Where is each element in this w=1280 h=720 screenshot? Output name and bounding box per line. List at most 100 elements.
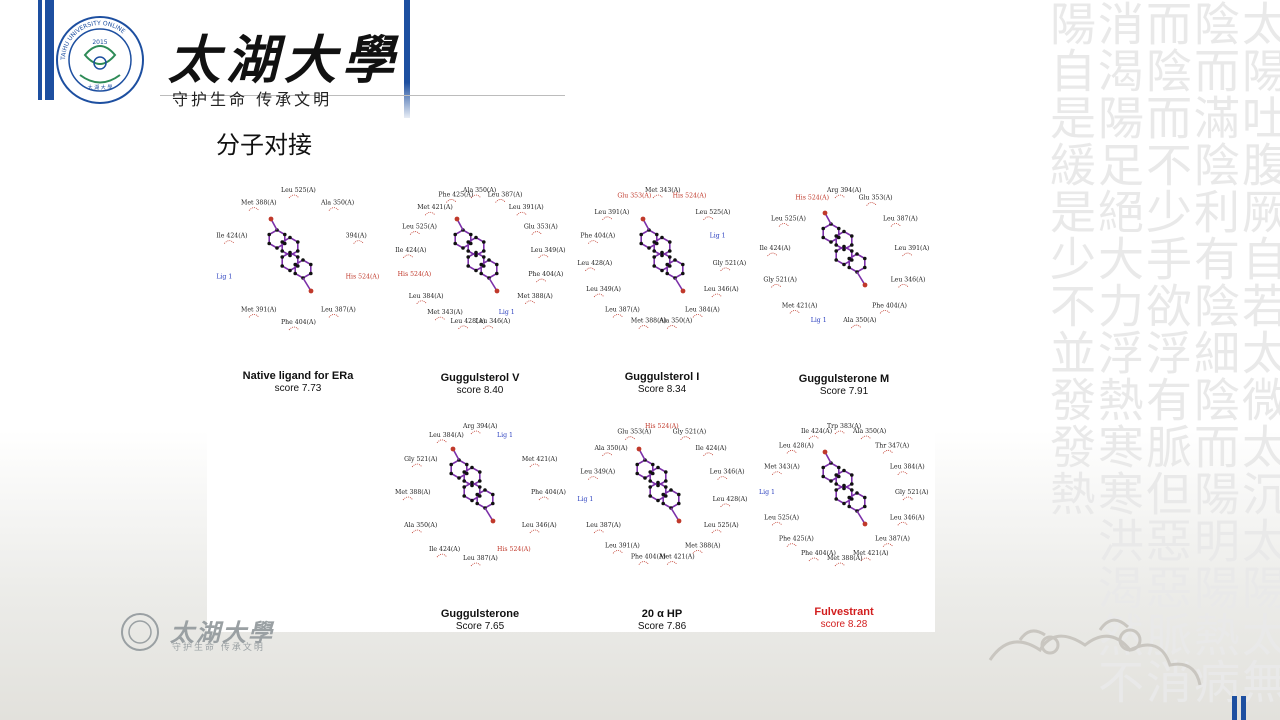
residue-label: Met 421(A) — [659, 554, 695, 561]
hydrophobic-contact-arc — [538, 254, 550, 259]
residue-label: His 524(A) — [673, 193, 707, 200]
hydrophobic-contact-arc — [717, 476, 728, 480]
residue-label: Ile 424(A) — [696, 445, 727, 452]
hydrophobic-contact-arc — [402, 496, 414, 501]
hydrophobic-contact-arc — [897, 471, 909, 476]
ligand-structure — [453, 216, 500, 294]
residue-label: Leu 387(A) — [463, 555, 498, 562]
residue-label: Phe 404(A) — [872, 302, 907, 309]
left-accent-bars — [38, 0, 54, 100]
molecule-diagram-2: Ala 350(A)Leu 387(A)Leu 391(A)Glu 353(A)… — [395, 187, 566, 330]
hydrophobic-contact-arc — [879, 310, 891, 314]
residue-label: Arg 394(A) — [462, 423, 497, 430]
residue-label: Leu 346(A) — [710, 469, 745, 476]
residue-label: Phe 425(A) — [779, 536, 814, 543]
residue-label: Leu 384(A) — [890, 464, 925, 471]
residue-label: Ile 424(A) — [429, 546, 460, 553]
residue-label: Met 391(A) — [241, 306, 277, 313]
hydrophobic-contact-arc — [767, 252, 778, 257]
hydrophobic-contact-arc — [860, 435, 872, 440]
hydrophobic-contact-arc — [483, 325, 494, 330]
residue-label: Leu 525(A) — [704, 522, 739, 529]
hydrophobic-contact-arc — [834, 194, 846, 199]
hydrophobic-contact-arc — [771, 284, 782, 288]
residue-label: Lig 1 — [759, 489, 775, 496]
panel-5-score: Score 7.65 — [455, 621, 505, 632]
residue-label: Leu 428(A) — [779, 442, 814, 449]
hydrophobic-contact-arc — [898, 284, 909, 288]
residue-label: Phe 404(A) — [580, 233, 615, 240]
header-divider — [404, 0, 410, 118]
hydrophobic-contact-arc — [524, 300, 536, 305]
footer-logo-icon — [121, 613, 159, 651]
docking-panel-1: Leu 525(A)Ala 350(A)394(A)His 524(A)Leu … — [207, 160, 389, 396]
hydrophobic-contact-arc — [703, 216, 714, 221]
residue-label: Leu 525(A) — [771, 216, 806, 223]
hydrophobic-contact-arc — [409, 231, 421, 235]
hydrophobic-contact-arc — [720, 503, 731, 508]
hydrophobic-contact-arc — [882, 449, 894, 454]
residue-label: Leu 428(A) — [451, 318, 486, 325]
panel-4-score: Score 7.91 — [819, 386, 869, 397]
molecule-diagram-6: His 524(A)Gly 521(A)Ile 424(A)Leu 346(A)… — [577, 423, 747, 565]
hydrophobic-contact-arc — [786, 543, 798, 547]
ligand-structure — [449, 446, 496, 524]
residue-label: Leu 387(A) — [488, 191, 523, 198]
hydrophobic-contact-arc — [902, 252, 913, 257]
hydrophobic-contact-arc — [703, 452, 714, 457]
panel-3-name: Guggulsterol I — [624, 371, 700, 383]
residue-label: Leu 349(A) — [580, 469, 615, 476]
residue-label: Leu 387(A) — [883, 216, 918, 223]
residue-label: Gly 521(A) — [404, 456, 438, 463]
residue-label: Ile 424(A) — [801, 428, 832, 435]
hydrophobic-contact-arc — [711, 293, 723, 298]
hydrophobic-contact-arc — [866, 202, 877, 206]
ligand-structure — [639, 216, 686, 294]
panel-5-name: Guggulsterone — [440, 608, 520, 620]
panel-1-score: score 7.73 — [274, 383, 322, 394]
residue-label: Met 421(A) — [853, 550, 889, 557]
panel-7-score: score 8.28 — [820, 619, 868, 630]
hydrophobic-contact-arc — [834, 562, 846, 567]
footer-university-name: 太湖大學 — [170, 618, 274, 647]
residue-label: Leu 346(A) — [704, 286, 739, 293]
residue-label: Leu 384(A) — [685, 306, 720, 313]
residue-label: Ala 350(A) — [320, 200, 354, 207]
hydrophobic-contact-arc — [612, 549, 624, 554]
residue-label: Ala 350(A) — [403, 522, 437, 529]
panel-2-score: score 8.40 — [456, 385, 504, 396]
logo-inner-text: 太 湖 大 學 — [88, 84, 113, 91]
residue-label: Lig 1 — [216, 273, 232, 280]
hydrophobic-contact-arc — [808, 435, 820, 440]
background-calligraphy: 太陽吐腹厥自若太微太沉太陽太無陰而滿陰利有陰細陰而陽明陽熱病而陰而不少手欲浮有脈… — [1043, 0, 1280, 705]
residue-label: Met 343(A) — [764, 464, 800, 471]
ligand-structure — [635, 446, 682, 524]
hydrophobic-contact-arc — [288, 326, 300, 331]
header-underline — [160, 95, 565, 96]
panel-7-name: Fulvestrant — [814, 606, 874, 618]
panel-4-name: Guggulsterone M — [798, 373, 890, 385]
hydrophobic-contact-arc — [692, 313, 704, 318]
residue-label: Leu 387(A) — [875, 536, 910, 543]
residue-label: Met 388(A) — [827, 555, 863, 562]
hydrophobic-contact-arc — [711, 529, 723, 534]
university-motto: 守护生命 传承文明 — [172, 90, 333, 109]
residue-label: Phe 404(A) — [281, 319, 316, 326]
hydrophobic-contact-arc — [248, 207, 260, 211]
residue-label: Ala 350(A) — [658, 318, 692, 325]
hydrophobic-contact-arc — [666, 561, 678, 565]
hydrophobic-contact-arc — [470, 194, 482, 199]
docking-panel-7: Trp 383(A)Ala 350(A)Thr 347(A)Leu 384(A)… — [753, 396, 935, 632]
docking-panel-4: Arg 394(A)Glu 353(A)Leu 387(A)Leu 391(A)… — [753, 160, 935, 397]
hydrophobic-contact-arc — [834, 430, 846, 435]
residue-label: Leu 349(A) — [586, 286, 621, 293]
hydrophobic-contact-arc — [411, 463, 423, 468]
logo-year: 2015 — [92, 39, 107, 46]
residue-label: His 524(A) — [398, 271, 432, 278]
residue-label: Gly 521(A) — [713, 260, 747, 267]
residue-label: Lig 1 — [499, 309, 515, 316]
hydrophobic-contact-arc — [638, 561, 650, 565]
hydrophobic-contact-arc — [353, 240, 364, 244]
panel-2-name: Guggulsterol V — [440, 372, 520, 384]
molecule-diagram-7: Trp 383(A)Ala 350(A)Thr 347(A)Leu 384(A)… — [759, 423, 929, 567]
